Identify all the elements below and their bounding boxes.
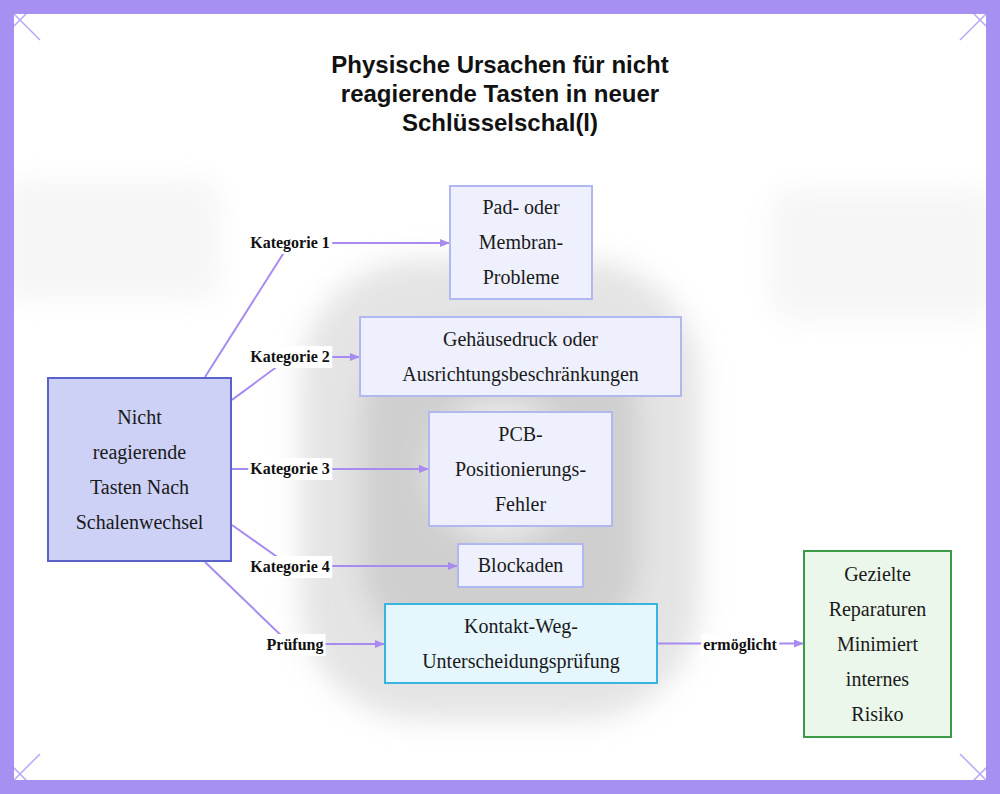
text-group: Blockaden	[478, 548, 564, 583]
process-box: Blockaden	[457, 543, 584, 588]
node-text: PCB-Positionierungs-Fehler	[441, 417, 601, 522]
text-group: Kontakt-Weg-Unterscheidungsprüfung	[396, 609, 646, 679]
node-text: Kontakt-Weg-Unterscheidungsprüfung	[396, 609, 646, 679]
process-box: Gehäusedruck oder Ausrichtungsbeschränku…	[359, 316, 682, 397]
text-group: Nicht reagierende Tasten Nach Schalenwec…	[76, 400, 204, 540]
edge-label: Kategorie 4	[248, 556, 332, 578]
node-text: Nicht reagierende Tasten Nach Schalenwec…	[76, 400, 204, 540]
text-group: Gehäusedruck oder Ausrichtungsbeschränku…	[371, 322, 671, 392]
node-text: Gezielte Reparaturen Minimiert internes …	[829, 557, 927, 732]
edge-label: Prüfung	[265, 634, 326, 656]
text-group: Gezielte Reparaturen Minimiert internes …	[829, 557, 927, 732]
text-group: PCB-Positionierungs-Fehler	[441, 417, 601, 522]
process-box: Pad- oder Membran-Probleme	[449, 185, 593, 300]
text-group: Pad- oder Membran-Probleme	[461, 190, 581, 295]
edge-label: Kategorie 1	[248, 232, 332, 254]
edge-label: Kategorie 2	[248, 346, 332, 368]
process-box: PCB-Positionierungs-Fehler	[428, 411, 613, 527]
process-box: Kontakt-Weg-Unterscheidungsprüfung	[384, 603, 658, 684]
node-text: Gehäusedruck oder Ausrichtungsbeschränku…	[371, 322, 671, 392]
process-box: Nicht reagierende Tasten Nach Schalenwec…	[47, 377, 232, 562]
edge-label: Kategorie 3	[248, 458, 332, 480]
process-box: Gezielte Reparaturen Minimiert internes …	[803, 550, 952, 738]
diagram-title: Physische Ursachen für nicht reagierende…	[270, 50, 730, 137]
node-text: Pad- oder Membran-Probleme	[461, 190, 581, 295]
edge-label: ermöglicht	[701, 634, 779, 656]
node-text: Blockaden	[478, 548, 564, 583]
